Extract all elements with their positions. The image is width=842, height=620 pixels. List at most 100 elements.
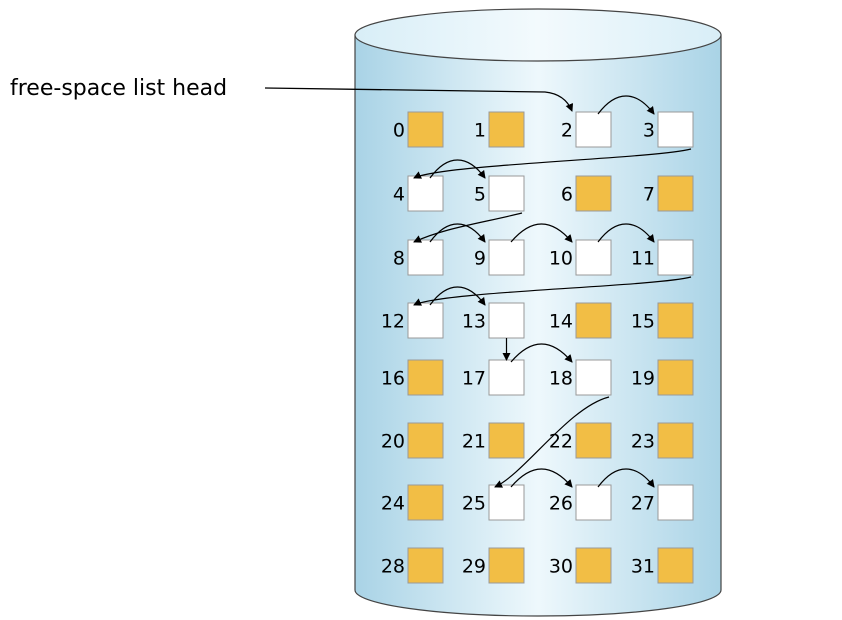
block-23: 23 (631, 422, 694, 459)
block-25-free (488, 484, 525, 521)
block-label-7: 7 (643, 184, 655, 206)
block-10: 10 (549, 239, 612, 276)
link-4-to-5 (429, 159, 486, 179)
link-8-to-9 (429, 223, 486, 243)
block-19: 19 (631, 359, 694, 396)
block-12: 12 (381, 302, 444, 339)
block-14-allocated (575, 302, 612, 339)
block-label-18: 18 (549, 368, 573, 390)
block-label-17: 17 (462, 368, 486, 390)
block-15: 15 (631, 302, 694, 339)
block-label-28: 28 (381, 556, 405, 578)
block-label-0: 0 (393, 120, 405, 142)
block-20-allocated (407, 422, 444, 459)
block-10-free (575, 239, 612, 276)
block-label-5: 5 (474, 184, 486, 206)
block-label-13: 13 (462, 311, 486, 333)
block-24-allocated (407, 484, 444, 521)
block-label-20: 20 (381, 431, 405, 453)
block-label-10: 10 (549, 248, 573, 270)
block-0-allocated (407, 111, 444, 148)
block-label-11: 11 (631, 248, 655, 270)
block-22: 22 (549, 422, 612, 459)
block-18: 18 (549, 359, 612, 396)
block-22-allocated (575, 422, 612, 459)
block-12-free (407, 302, 444, 339)
link-18-to-25 (494, 396, 610, 488)
block-1-allocated (488, 111, 525, 148)
block-17: 17 (462, 359, 525, 396)
block-label-24: 24 (381, 493, 405, 515)
block-label-8: 8 (393, 248, 405, 270)
block-0: 0 (393, 111, 444, 148)
block-30: 30 (549, 547, 612, 584)
link-25-to-26 (510, 468, 573, 488)
block-label-19: 19 (631, 368, 655, 390)
block-label-23: 23 (631, 431, 655, 453)
free-list-links (413, 95, 692, 488)
block-label-4: 4 (393, 184, 405, 206)
block-7-allocated (657, 175, 694, 212)
block-11-free (657, 239, 694, 276)
link-12-to-13 (429, 286, 486, 306)
block-label-21: 21 (462, 431, 486, 453)
block-5: 5 (474, 175, 525, 212)
link-17-to-18 (510, 343, 573, 363)
block-9: 9 (474, 239, 525, 276)
block-26: 26 (549, 484, 612, 521)
cylinder-body (354, 34, 722, 617)
block-label-9: 9 (474, 248, 486, 270)
block-label-3: 3 (643, 120, 655, 142)
block-15-allocated (657, 302, 694, 339)
block-16: 16 (381, 359, 444, 396)
block-24: 24 (381, 484, 444, 521)
block-27-free (657, 484, 694, 521)
block-label-26: 26 (549, 493, 573, 515)
block-label-29: 29 (462, 556, 486, 578)
block-19-allocated (657, 359, 694, 396)
block-2: 2 (561, 111, 612, 148)
free-space-list-head-label: free-space list head (10, 76, 227, 101)
block-label-14: 14 (549, 311, 573, 333)
block-label-30: 30 (549, 556, 573, 578)
block-label-6: 6 (561, 184, 573, 206)
block-5-free (488, 175, 525, 212)
block-17-free (488, 359, 525, 396)
head-pointer-arrow (264, 87, 574, 112)
block-23-allocated (657, 422, 694, 459)
block-label-2: 2 (561, 120, 573, 142)
block-28-allocated (407, 547, 444, 584)
block-13: 13 (462, 302, 525, 339)
block-28: 28 (381, 547, 444, 584)
block-21: 21 (462, 422, 525, 459)
link-9-to-10 (510, 223, 573, 243)
block-11: 11 (631, 239, 694, 276)
link-10-to-11 (597, 223, 655, 243)
block-14: 14 (549, 302, 612, 339)
block-6: 6 (561, 175, 612, 212)
block-4: 4 (393, 175, 444, 212)
block-label-15: 15 (631, 311, 655, 333)
block-9-free (488, 239, 525, 276)
block-26-free (575, 484, 612, 521)
block-label-22: 22 (549, 431, 573, 453)
block-label-12: 12 (381, 311, 405, 333)
block-3-free (657, 111, 694, 148)
block-20: 20 (381, 422, 444, 459)
block-18-free (575, 359, 612, 396)
block-label-1: 1 (474, 120, 486, 142)
block-3: 3 (643, 111, 694, 148)
block-1: 1 (474, 111, 525, 148)
block-label-31: 31 (631, 556, 655, 578)
block-label-16: 16 (381, 368, 405, 390)
block-29-allocated (488, 547, 525, 584)
block-16-allocated (407, 359, 444, 396)
link-2-to-3 (597, 95, 655, 115)
block-25: 25 (462, 484, 525, 521)
block-2-free (575, 111, 612, 148)
block-21-allocated (488, 422, 525, 459)
block-8: 8 (393, 239, 444, 276)
block-6-allocated (575, 175, 612, 212)
